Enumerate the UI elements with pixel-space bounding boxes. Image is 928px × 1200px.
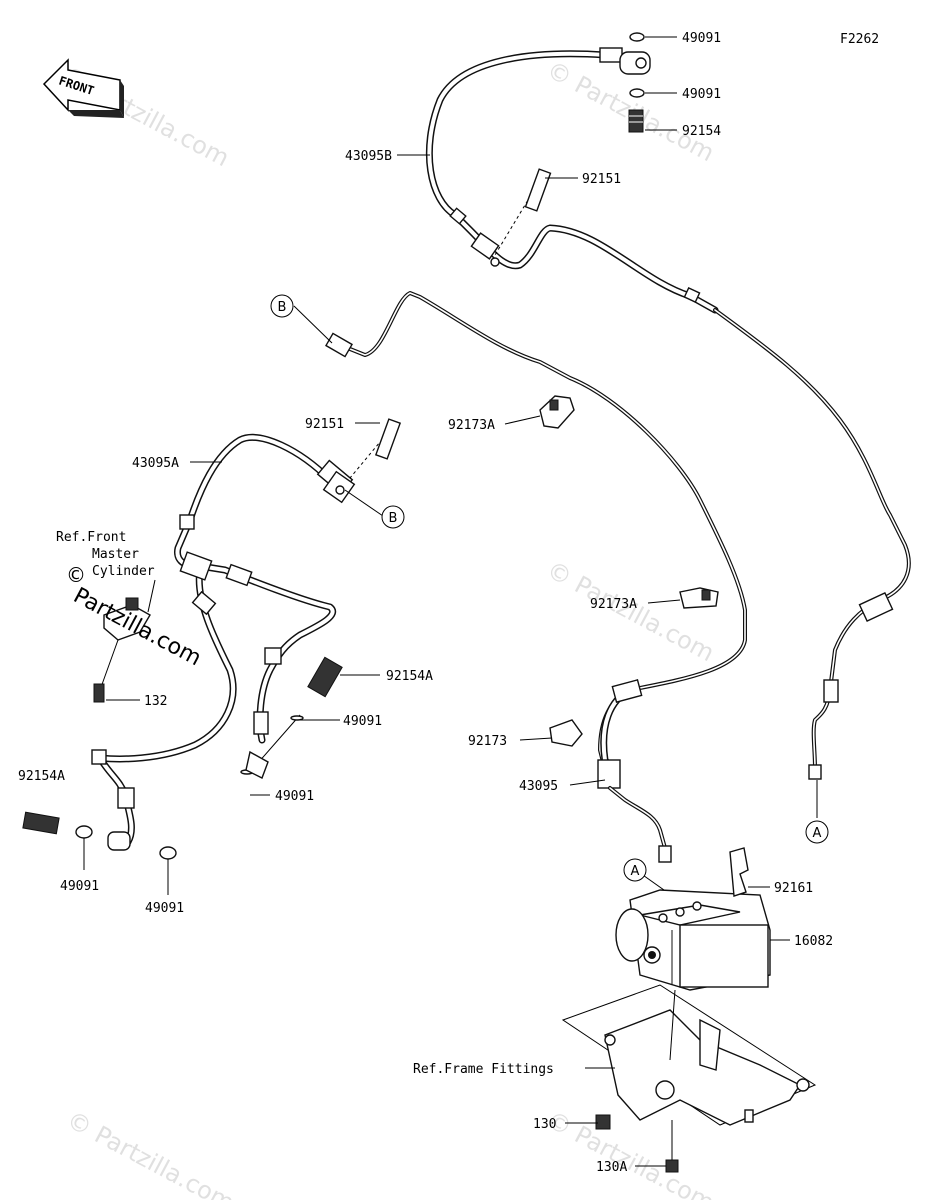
banjo-bolt-92154A-right: [240, 656, 343, 779]
part-92151-top: 92151: [582, 172, 621, 187]
pipe-right-to-a: [713, 308, 911, 780]
ref-master-cylinder-line2: Master: [92, 547, 139, 562]
connector-a-right-label: A: [813, 826, 822, 841]
clamp-92173: [549, 719, 583, 747]
connector-b-top-label: B: [278, 300, 287, 315]
connector-a-right: A: [805, 820, 829, 844]
part-49091-bottom-left: 49091: [60, 879, 99, 894]
clamp-92173A-lower: [679, 587, 719, 609]
part-49091-right-2: 49091: [275, 789, 314, 804]
watermark-4: © Partzilla.com: [62, 1106, 239, 1200]
part-43095: 43095: [519, 779, 558, 794]
bracket-92161: [729, 847, 749, 897]
ref-master-cylinder-line1: Ref.Front: [56, 530, 126, 545]
banjo-bolt-92154A-left: [22, 811, 177, 860]
leader-lines: [83, 36, 818, 1167]
part-132: 132: [144, 694, 167, 709]
bolt-92151-left: [349, 418, 402, 479]
part-49091-right-1: 49091: [343, 714, 382, 729]
bolt-130: [595, 1114, 611, 1130]
connector-b-top: B: [270, 294, 294, 318]
abs-mount-bracket: [561, 984, 817, 1126]
banjo-fitting-top: [619, 32, 651, 133]
copyright-symbol-icon: ©: [66, 563, 86, 587]
part-92154: 92154: [682, 124, 721, 139]
abs-to-frame-line: [669, 989, 676, 1061]
clamp-92173A-upper: [539, 395, 575, 429]
ref-frame-fittings: Ref.Frame Fittings: [413, 1062, 554, 1077]
part-92151-left: 92151: [305, 417, 344, 432]
part-130: 130: [533, 1117, 556, 1132]
master-cylinder-bracket: [93, 597, 151, 703]
hose-43095: [597, 679, 672, 863]
connector-a-abs-label: A: [631, 864, 640, 879]
watermark-5: © Partzilla.com: [542, 1106, 719, 1200]
connector-b-left: B: [381, 505, 405, 529]
front-direction-arrow-icon: FRONT: [42, 58, 124, 118]
part-43095B: 43095B: [345, 149, 392, 164]
part-92173A-upper: 92173A: [448, 418, 495, 433]
hose-43095A: [91, 433, 354, 846]
part-49091-bottom-right: 49091: [145, 901, 184, 916]
connector-a-abs: A: [623, 858, 647, 882]
part-92154A-left: 92154A: [18, 769, 65, 784]
abs-unit: [615, 889, 771, 991]
connector-b-left-label: B: [389, 511, 398, 526]
hose-43095B: [425, 47, 719, 314]
bolt-92151-top: [494, 168, 552, 256]
bolt-130A: [665, 1120, 679, 1173]
part-92154A-right: 92154A: [386, 669, 433, 684]
part-92161: 92161: [774, 881, 813, 896]
part-49091-top: 49091: [682, 31, 721, 46]
partzilla-watermark-dark: Partzilla.com: [69, 583, 205, 671]
banjo-fitting-b-left: [322, 470, 356, 504]
part-92173: 92173: [468, 734, 507, 749]
part-16082: 16082: [794, 934, 833, 949]
part-43095A: 43095A: [132, 456, 179, 471]
part-92173A-lower: 92173A: [590, 597, 637, 612]
reference-master-cylinder: Ref.Front Master Cylinder: [56, 530, 156, 613]
part-49091-mid: 49091: [682, 87, 721, 102]
part-130A: 130A: [596, 1160, 627, 1175]
diagram-code: F2262: [840, 32, 879, 47]
ref-master-cylinder-line3: Cylinder: [92, 564, 155, 579]
part-labels: 49091 49091 92154 43095B 92151 92151 430…: [18, 31, 833, 1175]
pipe-b-to-a: [325, 291, 747, 772]
